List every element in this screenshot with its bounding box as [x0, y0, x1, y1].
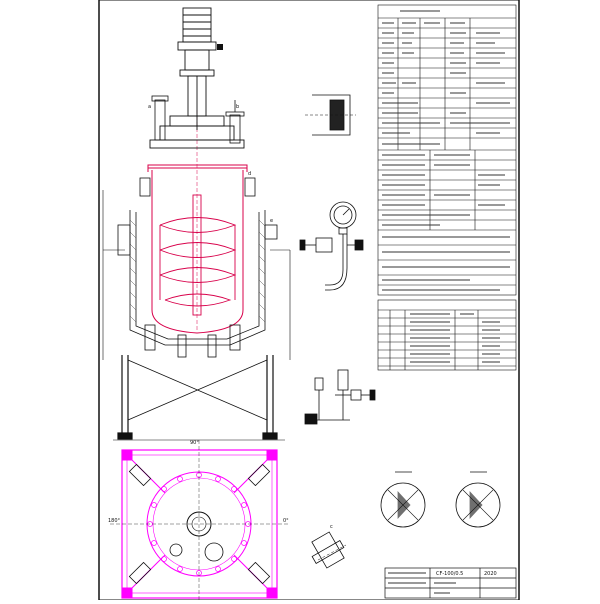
jacket-hatch: [129, 219, 266, 323]
inner-vessel: [147, 110, 248, 334]
callout-c: c: [330, 524, 333, 530]
plan-dim-180: 180°: [108, 518, 121, 524]
anchor-detail-1: [380, 471, 426, 528]
plan-dim-90: 90°: [190, 440, 199, 446]
main-elevation-view: a b d e: [102, 7, 291, 441]
nozzle-table-text-marks: [410, 313, 500, 363]
drawing-number: CF-100/0.5: [436, 571, 463, 577]
plan-view: 90° 180° 0°: [108, 440, 290, 600]
title-block: [384, 567, 517, 599]
nozzle-detail: [311, 531, 347, 569]
title-block-text-marks: [388, 572, 456, 594]
valve-assembly-detail: [304, 369, 376, 425]
top-nozzles: [151, 95, 245, 144]
specification-table: [377, 4, 517, 296]
side-nozzles: [117, 177, 278, 358]
callout-e: e: [270, 218, 273, 224]
drawing-year: 2020: [484, 571, 497, 577]
pressure-gauge-detail: [299, 201, 364, 291]
support-legs: [113, 355, 285, 441]
agitator-blades: [159, 194, 237, 316]
callout-a: a: [148, 104, 151, 110]
plan-dim-0: 0°: [283, 518, 289, 524]
table-text-marks: [382, 10, 510, 291]
callout-b: b: [236, 104, 239, 110]
callout-d: d: [248, 171, 251, 177]
anchor-detail-2: [455, 471, 501, 528]
motor-terminal-icon: [217, 44, 223, 50]
drive-assembly: [149, 7, 245, 149]
nozzle-table: [377, 299, 517, 371]
seal-detail: [305, 94, 356, 136]
